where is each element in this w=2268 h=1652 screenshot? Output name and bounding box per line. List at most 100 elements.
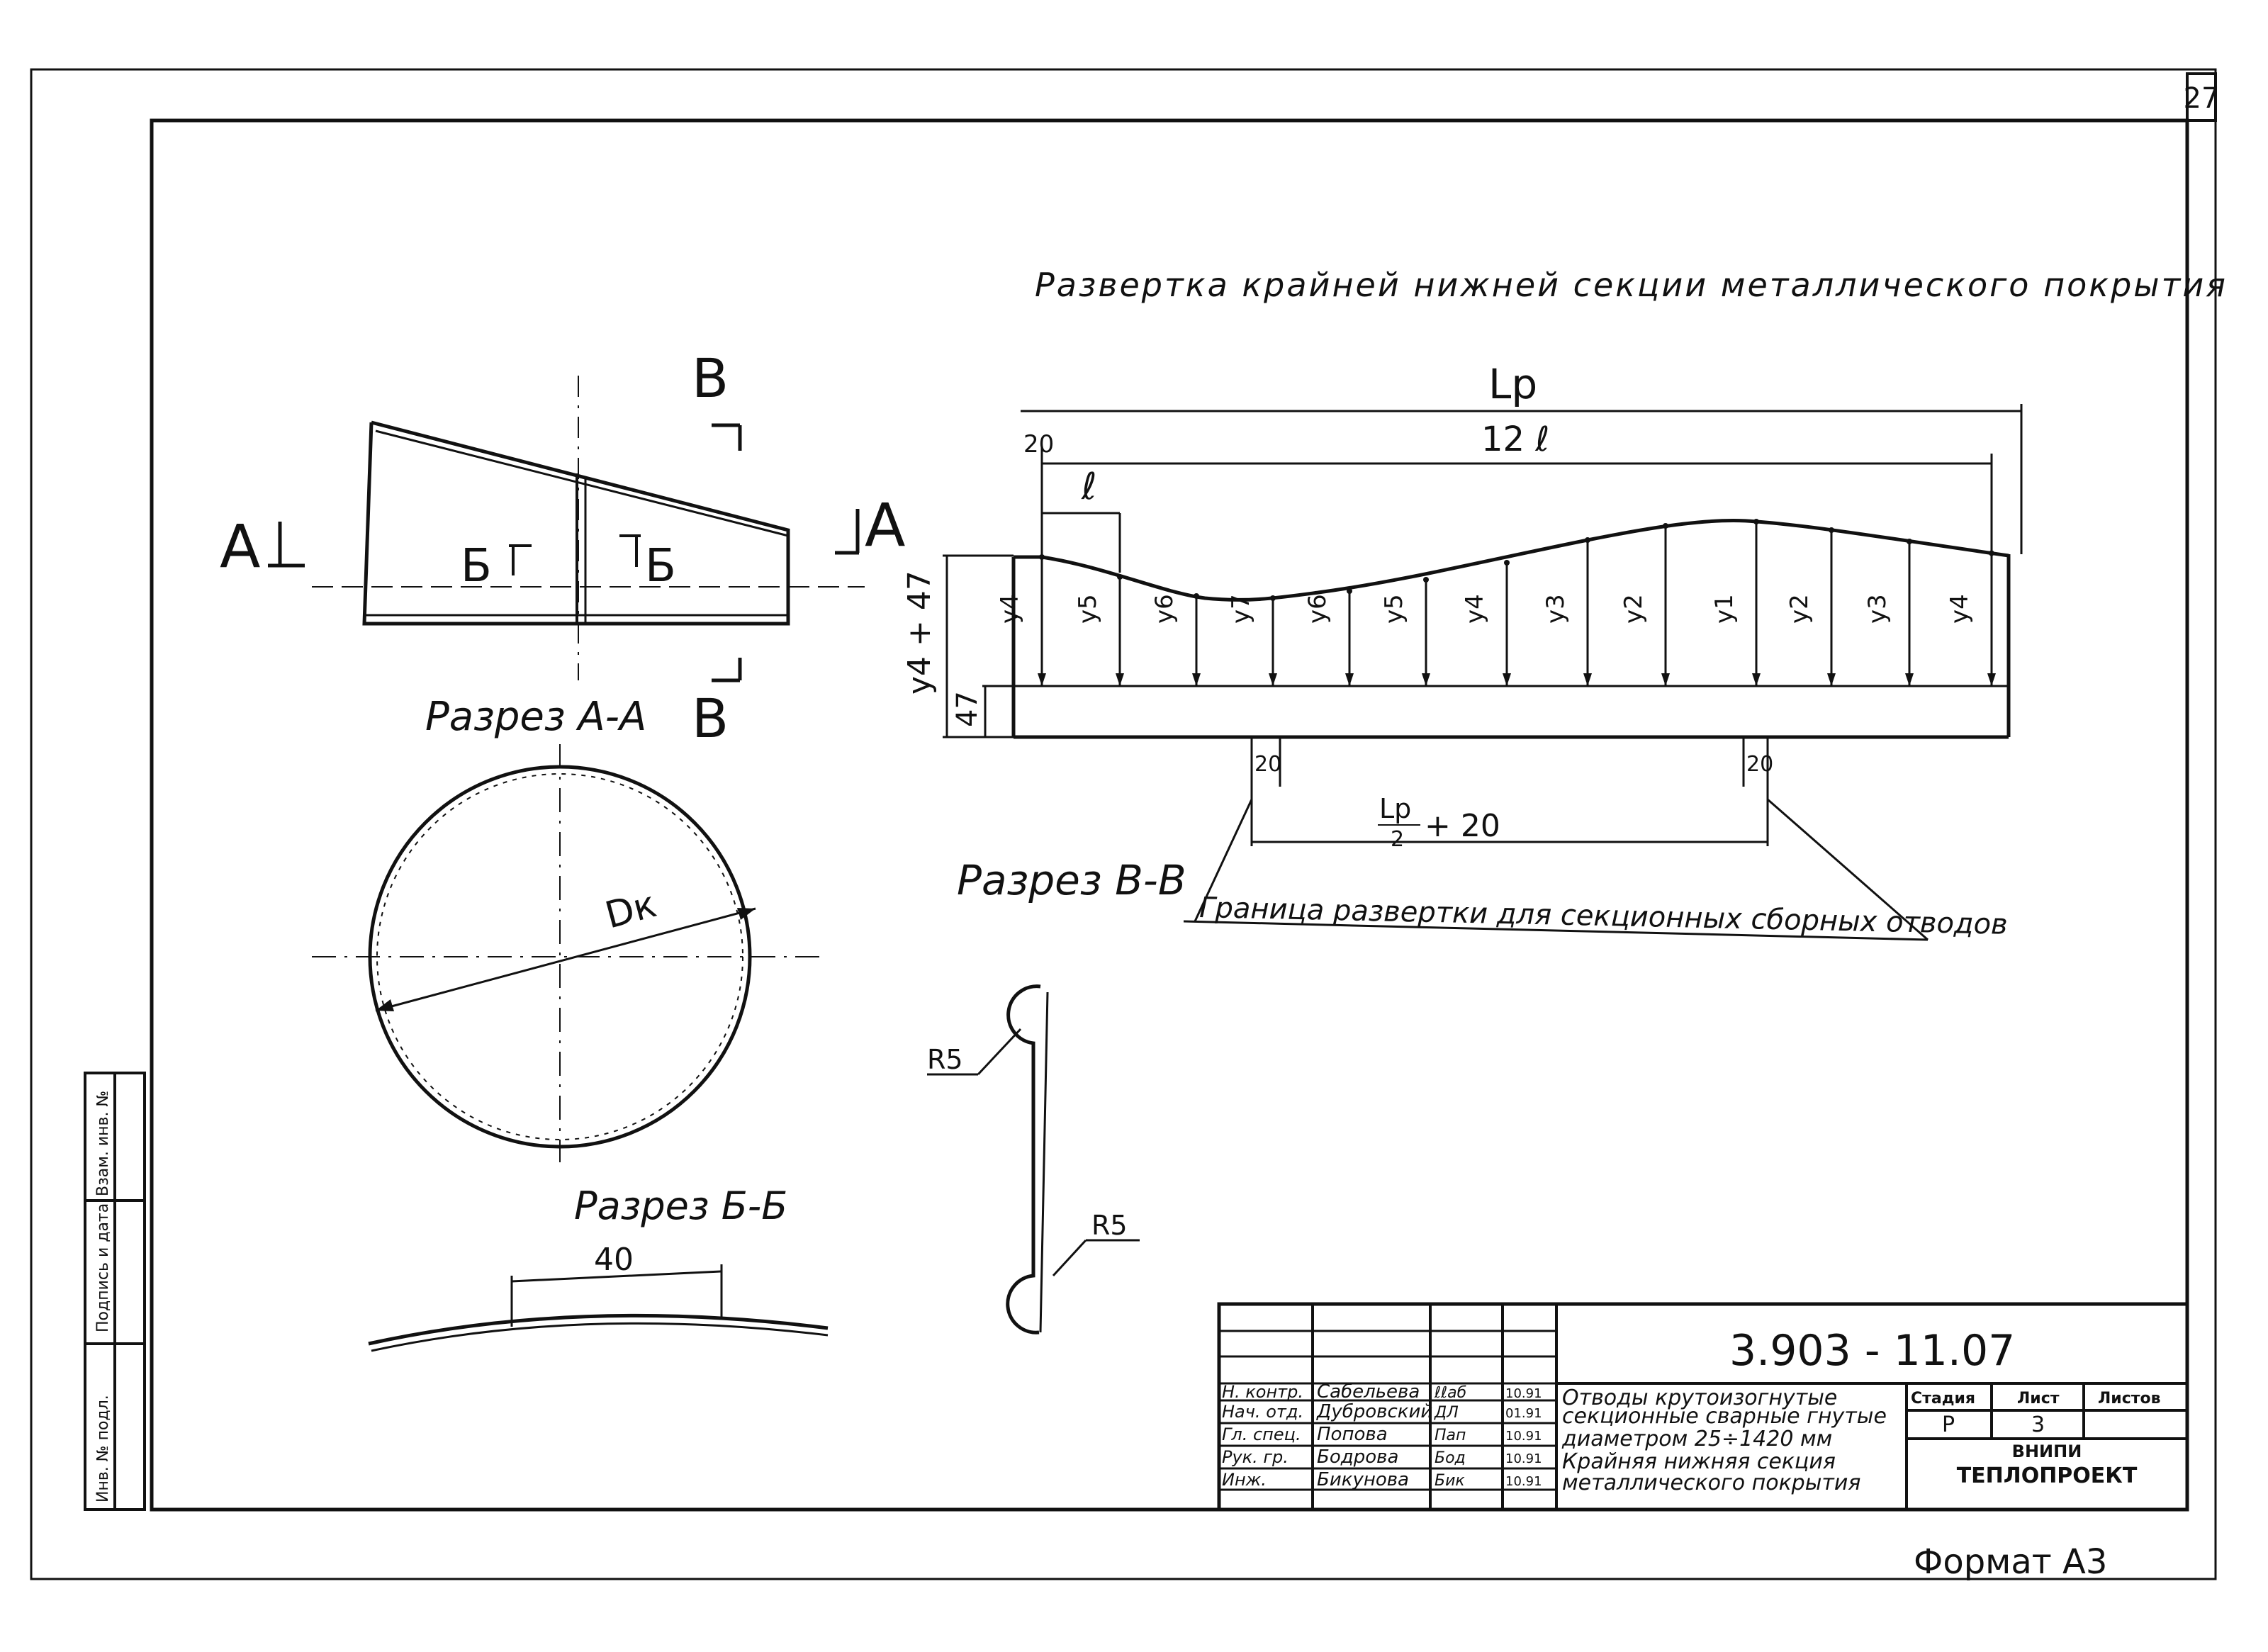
- ordinate-point: [1829, 527, 1834, 533]
- title-block-name: Дубровский: [1316, 1401, 1432, 1422]
- ordinate-arrow: [1345, 673, 1354, 686]
- ordinate-point: [1585, 537, 1590, 543]
- section-vv: Разрез В-В R5 R5: [927, 856, 1186, 1334]
- diameter-label: Dк: [601, 883, 661, 937]
- title-block-description-line: диаметром 25÷1420 мм: [1561, 1427, 1832, 1451]
- ordinate-point: [1347, 588, 1352, 594]
- side-view: А А Б Б В В: [220, 347, 905, 750]
- ordinate-label: y5: [1380, 594, 1408, 624]
- title-block-signature: ℓℓаб: [1434, 1384, 1466, 1402]
- ordinate-arrow: [1752, 673, 1761, 686]
- section-aa-title: Разрез А-А: [425, 694, 646, 740]
- doc-code: 3.903 - 11.07: [1729, 1326, 2015, 1376]
- title-block-date: 01.91: [1505, 1406, 1542, 1421]
- ordinate-label: y2: [1619, 594, 1648, 624]
- outer-frame: [30, 68, 2217, 1580]
- ordinate-arrow: [1661, 673, 1670, 686]
- title-block-signature: ДЛ: [1434, 1404, 1459, 1422]
- org-line2: ТЕПЛОПРОЕКТ: [1957, 1463, 2138, 1488]
- side-stamp: Взам. инв. № Подпись и дата Инв. № подл.: [84, 1072, 146, 1511]
- title-block-description-line: Крайняя нижняя секция: [1562, 1449, 1836, 1474]
- main-title: Развертка крайней нижней секции металлич…: [1035, 266, 2228, 304]
- ordinate-label: y1: [1710, 594, 1739, 624]
- title-block-signature: Бик: [1435, 1472, 1465, 1490]
- dim-20-right: 20: [1746, 752, 1773, 777]
- ordinate-point: [1117, 574, 1123, 580]
- stamp-col3: Взам. инв. №: [94, 1091, 112, 1196]
- format-label: Формат А3: [1914, 1542, 2107, 1582]
- title-block: 3.903 - 11.07 Стадия Лист Листов Р 3 ВНИ…: [1217, 1302, 2189, 1512]
- ordinate-point: [1907, 539, 1912, 544]
- dim-20-left: 20: [1254, 752, 1281, 777]
- y4-plus-47: y4 + 47: [902, 571, 938, 695]
- title-block-role: Инж.: [1222, 1470, 1267, 1490]
- stage-header: Стадия: [1911, 1390, 1975, 1407]
- ordinate-label: y5: [1074, 594, 1102, 624]
- ordinate-arrow: [1987, 673, 1996, 686]
- ordinate-point: [1194, 593, 1199, 599]
- title-block-description-line: металлического покрытия: [1562, 1471, 1860, 1495]
- development-curve: [1014, 518, 2009, 602]
- title-block-name: Бодрова: [1317, 1446, 1398, 1468]
- page-number: 27: [2184, 82, 2220, 115]
- ordinate-arrow: [1269, 673, 1277, 686]
- ordinate-arrow: [1905, 673, 1914, 686]
- r5-bottom: R5: [1091, 1210, 1128, 1241]
- title-block-signature: Бод: [1435, 1449, 1466, 1467]
- ordinate-arrow: [1583, 673, 1592, 686]
- title-block-role: Н. контр.: [1222, 1382, 1303, 1402]
- label-a-right: А: [865, 490, 905, 560]
- label-b-right: Б: [645, 540, 676, 592]
- stage-value: Р: [1942, 1412, 1955, 1437]
- label-b-left: Б: [461, 540, 492, 592]
- title-block-role: Нач. отд.: [1222, 1402, 1303, 1422]
- title-block-description-line: Отводы крутоизогнутые: [1562, 1386, 1837, 1410]
- ordinate-point: [1663, 523, 1668, 529]
- ordinate-point: [1504, 560, 1510, 566]
- ordinate-label: y4: [1946, 594, 1974, 624]
- label-v-top: В: [692, 347, 729, 410]
- ordinate-arrow: [1192, 673, 1201, 686]
- ordinate-label: y3: [1863, 594, 1892, 624]
- ordinate-point: [1270, 595, 1276, 601]
- lp-half-den: 2: [1391, 827, 1404, 852]
- title-block-date: 10.91: [1505, 1429, 1542, 1444]
- section-vv-title: Разрез В-В: [957, 856, 1186, 904]
- dim-20-top: 20: [1023, 430, 1054, 459]
- ordinate-arrow: [1827, 673, 1836, 686]
- ordinate-label: y7: [1227, 594, 1255, 624]
- boundary-note: Граница развертки для секционных сборных…: [1199, 892, 2008, 941]
- ordinate-point: [1753, 519, 1759, 524]
- sheets-header: Листов: [2098, 1390, 2161, 1407]
- ordinate-point: [1423, 577, 1429, 583]
- label-v-bottom: В: [692, 687, 729, 750]
- title-block-name: Сабельева: [1317, 1381, 1420, 1403]
- inner-frame: [150, 118, 2189, 1512]
- ordinate-label: y3: [1542, 594, 1570, 624]
- lp-half: Lр: [1379, 793, 1411, 824]
- section-aa: Разрез А-А Dк: [312, 694, 822, 1162]
- section-bb-title: Разрез Б-Б: [574, 1184, 787, 1228]
- title-block-date: 10.91: [1505, 1451, 1542, 1466]
- ordinate-label: y6: [1150, 594, 1179, 624]
- title-block-role: Рук. гр.: [1222, 1447, 1289, 1467]
- ordinate-label: y4: [996, 594, 1024, 624]
- ordinate-label: y6: [1303, 594, 1332, 624]
- l-label: ℓ: [1081, 466, 1096, 508]
- sheet-header: Лист: [2017, 1390, 2060, 1407]
- title-block-date: 10.91: [1505, 1386, 1542, 1401]
- label-a-left: А: [220, 512, 260, 581]
- stamp-col1: Инв. № подл.: [94, 1395, 112, 1502]
- ordinate-arrow: [1038, 673, 1046, 686]
- ordinate-arrow: [1422, 673, 1430, 686]
- title-block-signature: Пап: [1435, 1427, 1466, 1444]
- r5-top: R5: [927, 1044, 963, 1075]
- page-number-box: [2186, 72, 2217, 122]
- ordinate-arrow: [1503, 673, 1511, 686]
- title-block-date: 10.91: [1505, 1474, 1542, 1489]
- dim-40: 40: [594, 1242, 634, 1278]
- org-line1: ВНИПИ: [2012, 1442, 2082, 1461]
